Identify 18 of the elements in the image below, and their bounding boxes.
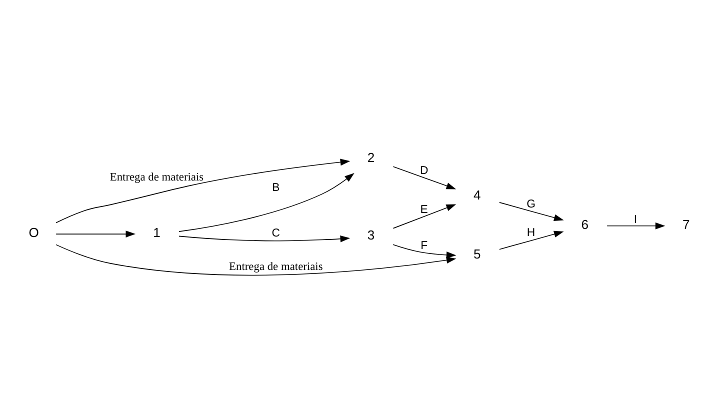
- edge-label: F: [420, 240, 428, 252]
- edge-label: I: [634, 214, 638, 226]
- node-text: 1: [153, 225, 160, 240]
- edge-label: C: [272, 228, 280, 240]
- edge-label: Entrega de materiais: [229, 261, 323, 274]
- node-text: 3: [367, 228, 375, 243]
- node-text: 5: [474, 246, 481, 262]
- edge-label: E: [420, 204, 428, 216]
- edge-label: D: [420, 164, 428, 177]
- node-text: 4: [474, 188, 481, 203]
- node-text: O: [28, 225, 39, 240]
- node-text: 7: [682, 217, 690, 232]
- edge-label: Entrega de materiais: [110, 171, 204, 184]
- edge-label: G: [526, 198, 536, 210]
- node-text: 2: [367, 150, 375, 166]
- edge-label: B: [272, 182, 280, 194]
- edge-label: H: [526, 226, 536, 239]
- node-text: 6: [581, 217, 589, 232]
